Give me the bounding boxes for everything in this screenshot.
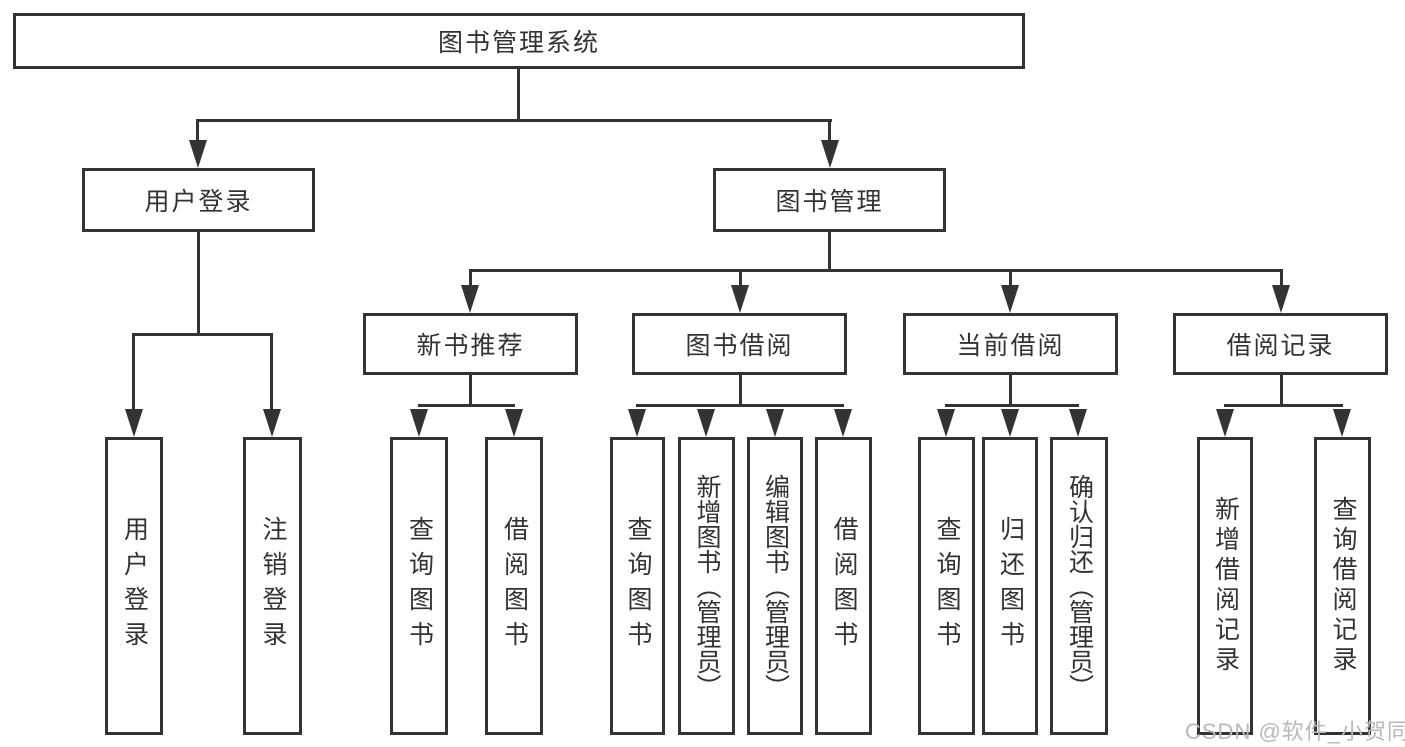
connector-book-management-stub <box>828 232 831 272</box>
arrow-down-icon <box>263 409 281 437</box>
connector-drop-user-login <box>196 119 199 141</box>
connector-root-stub <box>517 69 520 120</box>
leaf-confirm-return-admin: 确认归还（管理员） <box>1050 437 1108 735</box>
node-book-borrow: 图书借阅 <box>632 313 847 375</box>
connector-horizontal <box>1224 404 1343 407</box>
connector-stub <box>1009 375 1012 406</box>
leaf-user-login: 用户登录 <box>105 437 163 735</box>
node-user-login: 用户登录 <box>82 168 315 232</box>
connector-drop-branch <box>1009 269 1012 287</box>
connector-horizontal <box>636 404 844 407</box>
leaf-borrow-books: 借阅图书 <box>485 437 543 735</box>
leaf-add-borrow-record: 新增借阅记录 <box>1197 437 1253 735</box>
node-book-management: 图书管理 <box>713 168 946 232</box>
connector-root-horizontal <box>196 119 832 122</box>
leaf-add-books-admin: 新增图书（管理员） <box>678 437 735 735</box>
arrow-down-icon <box>1001 285 1019 313</box>
leaf-query-books: 查询图书 <box>390 437 448 735</box>
connector-user-login-stub <box>197 232 200 335</box>
connector-user-login-horizontal <box>132 333 273 336</box>
connector-book-management-horizontal <box>469 269 1283 272</box>
leaf-edit-books-admin: 编辑图书（管理员） <box>747 437 803 735</box>
leaf-query-borrow-record: 查询借阅记录 <box>1314 437 1371 735</box>
arrow-down-icon <box>1272 285 1290 313</box>
arrow-down-icon <box>766 409 784 437</box>
arrow-down-icon <box>628 409 646 437</box>
connector-stub <box>1280 375 1283 406</box>
arrow-down-icon <box>410 409 428 437</box>
leaf-borrow-books: 借阅图书 <box>815 437 872 735</box>
arrow-down-icon <box>821 140 839 168</box>
node-borrow-records: 借阅记录 <box>1173 313 1388 375</box>
connector-drop-branch <box>469 269 472 287</box>
arrow-down-icon <box>189 140 207 168</box>
arrow-down-icon <box>125 409 143 437</box>
node-root: 图书管理系统 <box>13 13 1025 69</box>
arrow-down-icon <box>937 409 955 437</box>
node-new-book-recommend: 新书推荐 <box>363 313 578 375</box>
connector-stub <box>739 375 742 406</box>
connector-drop-book-management <box>828 119 831 141</box>
leaf-return-books: 归还图书 <box>982 437 1038 735</box>
arrow-down-icon <box>1001 409 1019 437</box>
arrow-down-icon <box>505 409 523 437</box>
arrow-down-icon <box>461 285 479 313</box>
leaf-query-books: 查询图书 <box>610 437 665 735</box>
connector-drop-branch <box>739 269 742 287</box>
arrow-down-icon <box>697 409 715 437</box>
leaf-logout: 注销登录 <box>243 437 302 735</box>
arrow-down-icon <box>1333 409 1351 437</box>
connector-drop-leaf <box>132 333 135 409</box>
arrow-down-icon <box>834 409 852 437</box>
node-current-borrow: 当前借阅 <box>903 313 1118 375</box>
leaf-query-books: 查询图书 <box>918 437 975 735</box>
connector-drop-branch <box>1280 269 1283 287</box>
connector-stub <box>469 375 472 406</box>
csdn-watermark: CSDN @软件_小贺同学 <box>1185 719 1405 744</box>
connector-drop-leaf <box>270 333 273 409</box>
connector-horizontal <box>945 404 1079 407</box>
arrow-down-icon <box>731 285 749 313</box>
connector-horizontal <box>418 404 515 407</box>
arrow-down-icon <box>1069 409 1087 437</box>
arrow-down-icon <box>1216 409 1234 437</box>
